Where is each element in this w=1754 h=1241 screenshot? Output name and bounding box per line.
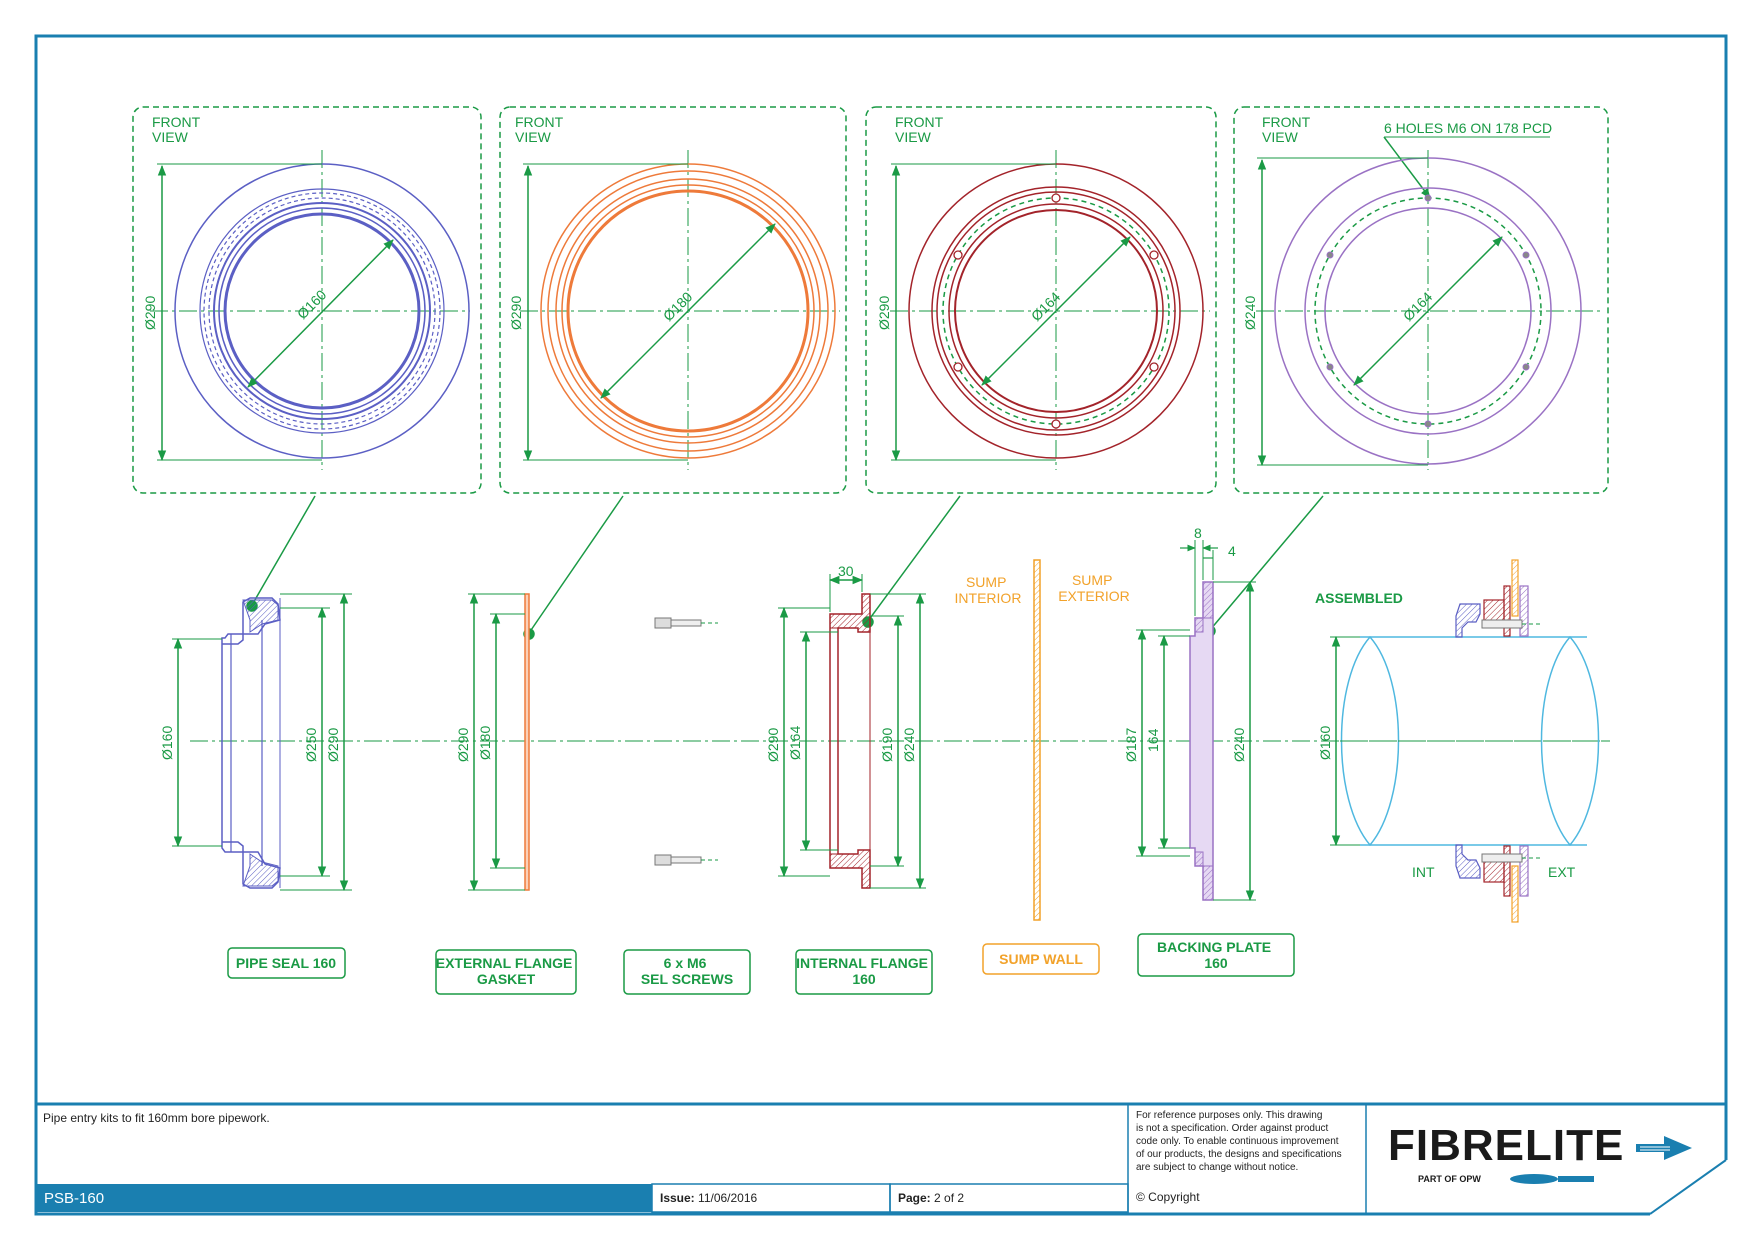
- fibrelite-logo: FIBRELITE PART OF OPW: [1388, 1121, 1692, 1184]
- dim-diag: Ø180: [660, 288, 696, 324]
- front-view-frame: [132, 106, 482, 494]
- dover-badge-icon: [1510, 1174, 1594, 1184]
- dim-label: Ø187: [1123, 728, 1139, 762]
- front-view-frame: [1233, 106, 1609, 494]
- part-label-gasket: EXTERNAL FLANGE GASKET: [435, 949, 577, 995]
- page-field: Page: 2 of 2: [898, 1191, 964, 1205]
- section-pipe-seal: Ø160 Ø250 Ø290: [159, 592, 352, 892]
- dim-label: Ø290: [765, 728, 781, 762]
- svg-text:BACKING PLATE 160: BACKING PLATE 160: [1157, 939, 1275, 971]
- dim-label: Ø180: [477, 726, 493, 760]
- front-view-frame: [499, 106, 847, 494]
- dim-label: Ø190: [879, 728, 895, 762]
- dim-diag: Ø164: [1400, 288, 1436, 324]
- part-label-sump-wall: SUMP WALL: [982, 943, 1100, 975]
- disclaimer: For reference purposes only. This drawin…: [1136, 1110, 1344, 1173]
- description: Pipe entry kits to fit 160mm bore pipewo…: [43, 1111, 270, 1125]
- dim-label: Ø164: [787, 726, 803, 760]
- dim-label: 8: [1194, 525, 1202, 541]
- logo-tagline: PART OF OPW: [1418, 1174, 1481, 1184]
- drawing-frame: [34, 34, 1728, 1216]
- screws-drawing: [654, 617, 718, 866]
- part-label-backing: BACKING PLATE 160: [1137, 933, 1295, 977]
- dim-height: Ø290: [142, 296, 158, 330]
- assembled-label: ASSEMBLED: [1315, 590, 1403, 606]
- svg-text:SUMP WALL: SUMP WALL: [999, 951, 1083, 967]
- sump-interior-label: SUMP INTERIOR: [955, 574, 1022, 606]
- dim-label: 4: [1228, 543, 1236, 559]
- svg-text:EXTERNAL FLANGE GASKET: EXTERNAL FLANGE GASKET: [436, 955, 577, 987]
- assembled-view: ASSEMBLED Ø160: [1315, 559, 1610, 923]
- svg-text:6 x M6 SEL SCREWS: 6 x M6 SEL SCREWS: [641, 955, 733, 987]
- dim-height: Ø290: [876, 296, 892, 330]
- section-backing-plate: 8 4 Ø187 164 Ø240: [1123, 525, 1256, 902]
- dim-label: Ø160: [159, 726, 175, 760]
- dim-label: 30: [838, 563, 854, 579]
- logo-text: FIBRELITE: [1388, 1121, 1624, 1170]
- dim-height: Ø290: [508, 296, 524, 330]
- dim-label: Ø250: [303, 728, 319, 762]
- issue-field: Issue: 11/06/2016: [660, 1191, 758, 1205]
- svg-text:PIPE SEAL 160: PIPE SEAL 160: [236, 955, 336, 971]
- dim-height: Ø240: [1242, 296, 1258, 330]
- copyright: © Copyright: [1136, 1190, 1200, 1204]
- dim-label: 164: [1145, 728, 1161, 752]
- part-label-flange: INTERNAL FLANGE 160: [795, 949, 933, 995]
- drawing-code: PSB-160: [44, 1190, 104, 1207]
- sump-exterior-label: SUMP EXTERIOR: [1058, 572, 1130, 604]
- title-block: Pipe entry kits to fit 160mm bore pipewo…: [36, 1102, 1729, 1217]
- section-gasket: Ø290 Ø180: [455, 592, 530, 892]
- code-bar: [36, 1184, 652, 1212]
- dim-diag: Ø164: [1028, 288, 1064, 324]
- dim-diag: Ø160: [294, 286, 330, 322]
- int-label: INT: [1412, 864, 1435, 880]
- dim-label: Ø240: [1231, 728, 1247, 762]
- dim-label: Ø290: [325, 728, 341, 762]
- logo-arrow-icon: [1636, 1136, 1692, 1160]
- section-internal-flange: 30 Ø290 Ø164 Ø190 Ø240: [765, 563, 926, 890]
- part-label-screws: 6 x M6 SEL SCREWS: [623, 949, 751, 995]
- svg-text:INTERNAL FLANGE 160: INTERNAL FLANGE 160: [796, 955, 932, 987]
- holes-annotation: 6 HOLES M6 ON 178 PCD: [1384, 120, 1552, 136]
- front-view-frame: [865, 106, 1217, 494]
- dim-label: Ø160: [1317, 726, 1333, 760]
- dim-label: Ø240: [901, 728, 917, 762]
- sump-wall-drawing: SUMP INTERIOR SUMP EXTERIOR: [955, 559, 1130, 921]
- part-label-pipe-seal: PIPE SEAL 160: [227, 947, 346, 979]
- dim-label: Ø290: [455, 728, 471, 762]
- ext-label: EXT: [1548, 864, 1576, 880]
